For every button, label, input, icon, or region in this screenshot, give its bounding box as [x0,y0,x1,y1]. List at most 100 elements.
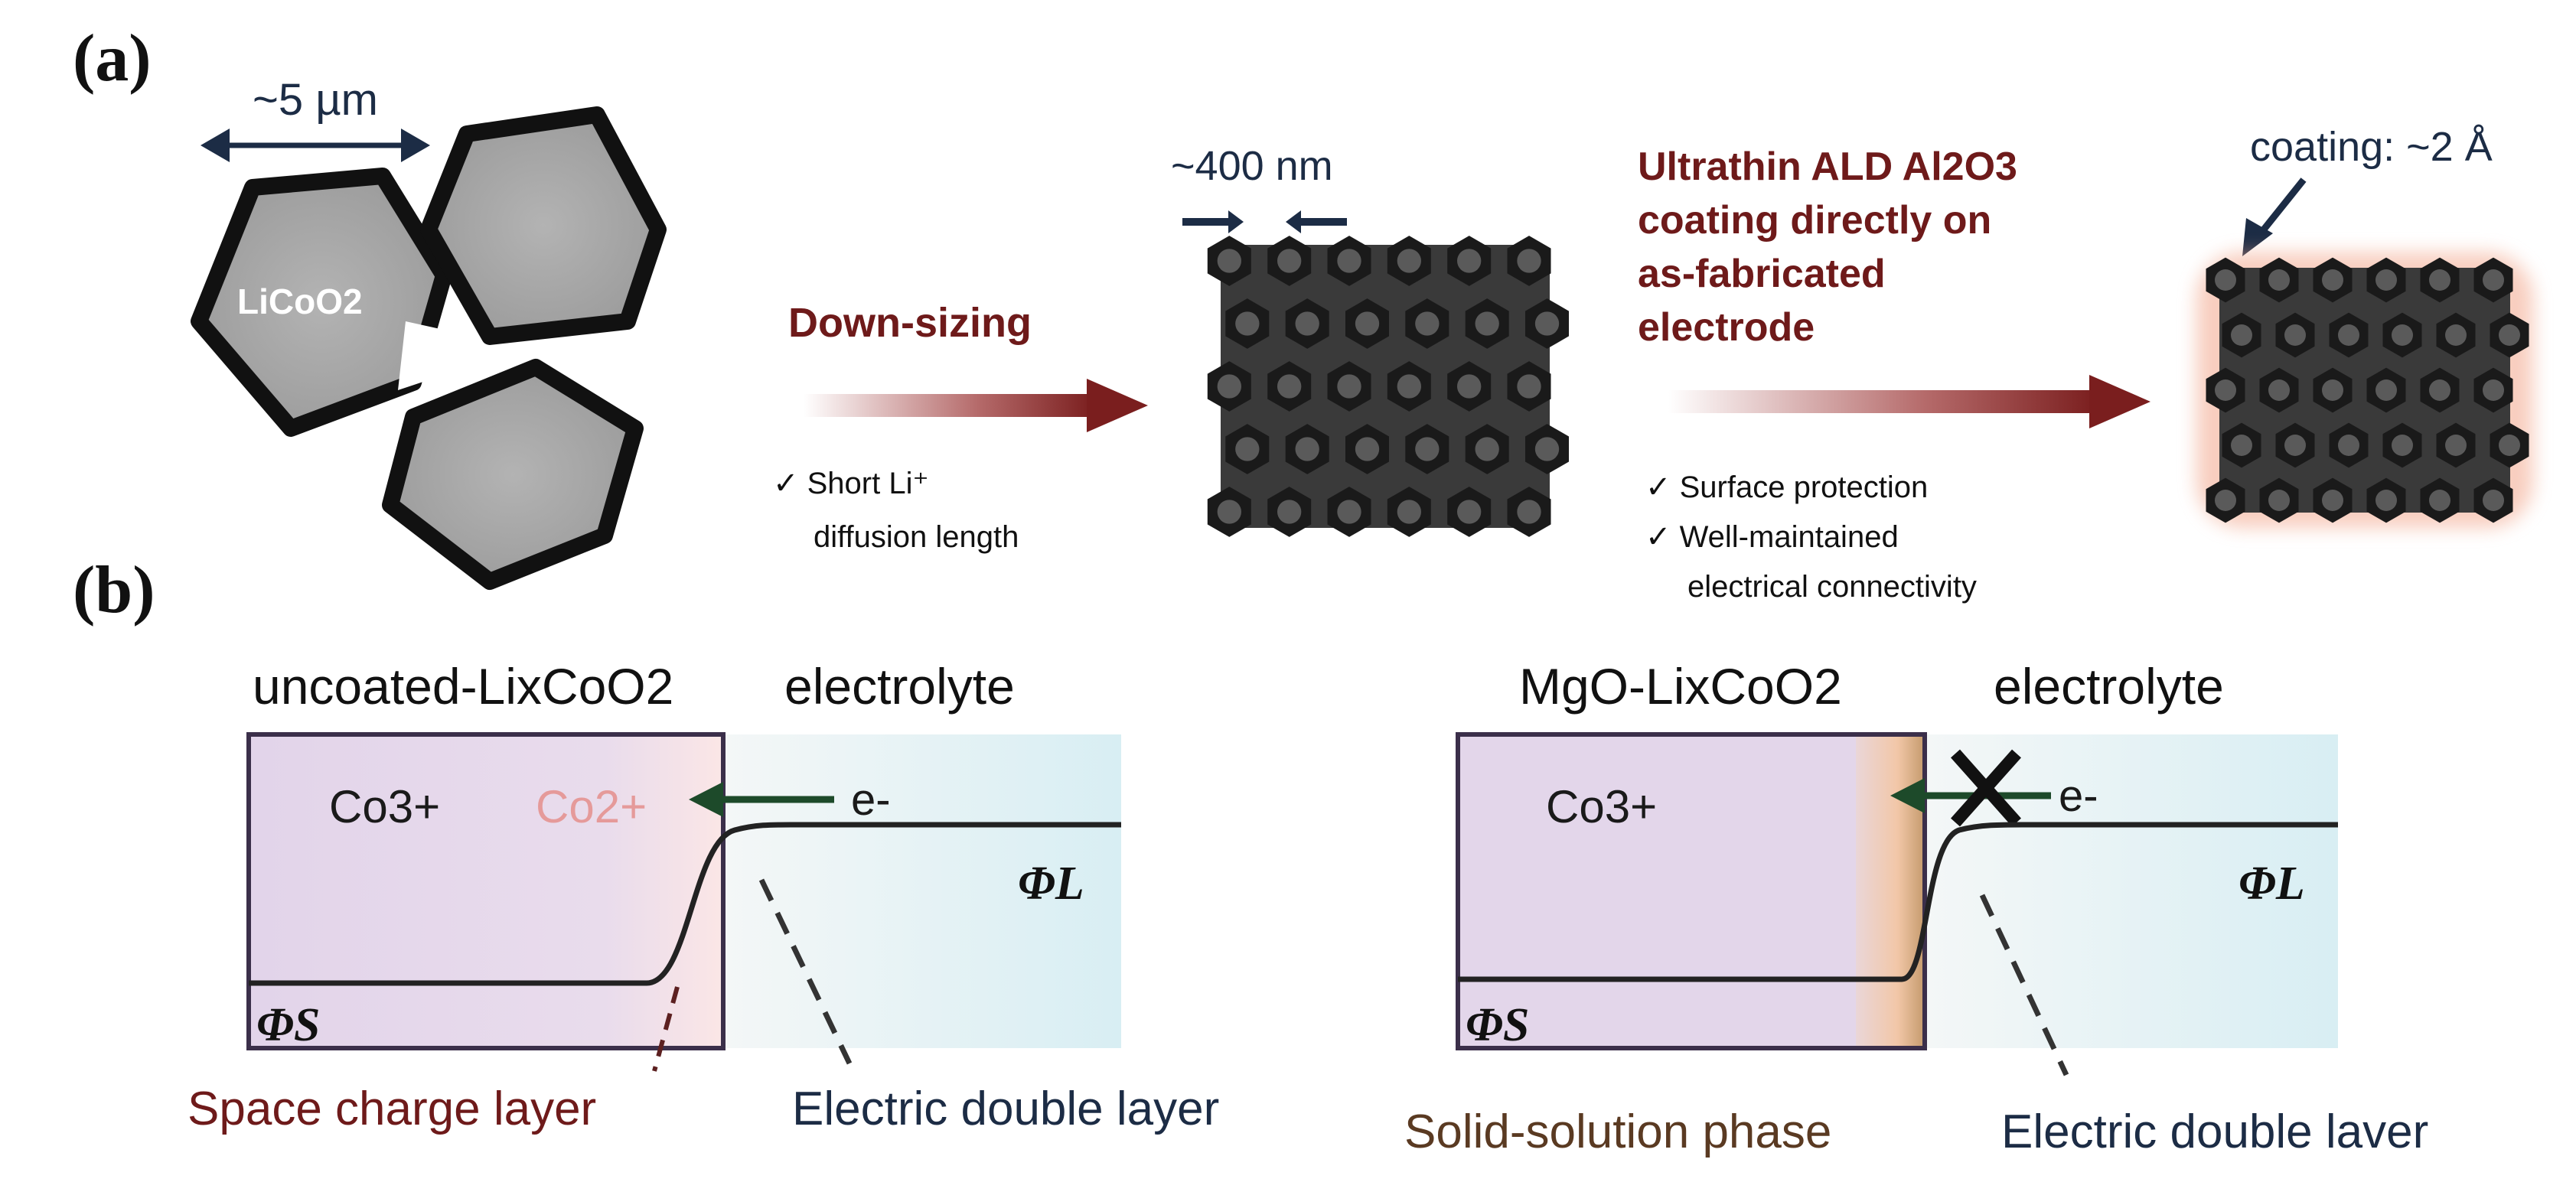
nanoparticle-core [2338,324,2359,346]
svg-text:coating: ~2 Å: coating: ~2 Å [2250,124,2493,170]
nanoparticle-core [1217,374,1242,399]
nanoparticle-core [2231,435,2252,456]
ion-co2-left: Co2+ [536,781,647,832]
blocked-electron-arrow: e- [1890,749,2098,827]
nanoparticle-core [1457,500,1482,524]
svg-text:electrical connectivity: electrical connectivity [1687,570,1977,604]
nanoparticle-core [1415,437,1440,461]
nanoparticle-core [2268,379,2290,401]
svg-text:coating directly on: coating directly on [1638,198,1991,243]
potential-curve-right [1458,822,2338,982]
particle-label: LiCoO2 [237,282,363,321]
nanoparticle-core [1397,500,1422,524]
svg-text:diffusion length: diffusion length [814,520,1019,554]
svg-text:e-: e- [851,775,891,825]
nanoparticle-core [2231,324,2252,346]
panel-a-label: (a) [73,21,152,96]
phi-s-left: ΦS [256,999,320,1051]
dimension-large: ~5 µm [201,75,430,162]
nanoparticle-core [2338,435,2359,456]
nanoparticle-core [2499,435,2520,456]
nanoparticle-core [1517,374,1541,399]
nanoparticle-core [1517,500,1541,524]
nanoparticle-core [2483,379,2504,401]
nanoparticle-core [1415,311,1440,336]
dimension-small: ~400 nm [1171,143,1347,233]
nanoparticle-core [2445,435,2467,456]
nanoparticle-core [2445,324,2467,346]
ion-co3-left: Co3+ [329,781,440,832]
nanoparticle-core [2392,435,2413,456]
nanoparticle-core [2375,269,2397,291]
nanoparticle-core [2322,269,2343,291]
nanoparticle-core [2215,490,2236,511]
panel-b-label: (b) [73,553,155,627]
nanoparticle-core [1397,374,1422,399]
svg-text:Ultrathin ALD Al2O3: Ultrathin ALD Al2O3 [1638,145,2017,189]
nanoparticle-core [1534,437,1560,461]
space-charge-label: Space charge layer [187,1083,596,1135]
coated-nanoparticle-cluster [2206,257,2529,523]
nanoparticle-core [1355,437,1380,461]
large-particles: LiCoO2 [191,106,667,590]
nanoparticle-core [2284,324,2306,346]
double-layer-label-right: Electric double laver [2001,1105,2428,1158]
nanoparticle-core [1217,500,1242,524]
nanoparticle-core [2215,269,2236,291]
ald-coating-arrow: Ultrathin ALD Al2O3 coating directly on … [1638,145,2150,604]
double-layer-label-left: Electric double layer [792,1083,1219,1135]
nanoparticle-core [2429,490,2450,511]
electrolyte-title-left: electrolyte [784,658,1015,715]
svg-text:e-: e- [2059,771,2098,821]
svg-text:~5 µm: ~5 µm [253,75,378,125]
svg-text:as-fabricated: as-fabricated [1638,252,1886,296]
svg-text:Down-sizing: Down-sizing [788,300,1032,346]
nanoparticle-core [1235,311,1260,336]
svg-text:✓ Surface protection: ✓ Surface protection [1645,471,1928,504]
uncoated-diagram: uncoated-LixCoO2 electrolyte Co3+ Co2+ e… [187,658,1219,1135]
ion-co3-right: Co3+ [1546,781,1657,832]
nanoparticle-core [1337,374,1361,399]
nanoparticle-core [1337,249,1361,273]
nanoparticle-core [1534,311,1560,336]
uncoated-title: uncoated-LixCoO2 [253,658,673,715]
nanoparticle-core [1457,374,1482,399]
nanoparticle-core [1295,437,1319,461]
nanoparticle-core [2429,269,2450,291]
nanoparticle-core [2392,324,2413,346]
nanoparticle-core [1475,437,1499,461]
nanoparticle-core [2499,324,2520,346]
nanoparticle-core [1355,311,1380,336]
nanoparticle-core [2322,379,2343,401]
nanoparticle-core [2268,269,2290,291]
electron-arrow-left: e- [689,775,891,825]
nanoparticle-core [2375,490,2397,511]
electrolyte-title-right: electrolyte [1994,658,2224,715]
svg-text:✓ Well-maintained: ✓ Well-maintained [1645,520,1899,554]
nanoparticle-core [1337,500,1361,524]
nanoparticle-core [1277,374,1302,399]
nanoparticle-core [1295,311,1319,336]
downsizing-arrow: Down-sizing ✓ Short Li⁺ diffusion length [773,300,1148,554]
nanoparticle-core [2429,379,2450,401]
potential-curve-left [249,822,1121,986]
nanoparticle-core [1457,249,1482,273]
solid-solution-label: Solid-solution phase [1404,1105,1831,1158]
nanoparticle-core [1217,249,1242,273]
nanoparticle-core [1235,437,1260,461]
coated-diagram: MgO-LixCoO2 electrolyte Co3+ e- ΦL ΦS So… [1404,658,2428,1158]
svg-text:~400 nm: ~400 nm [1171,143,1333,189]
coated-title: MgO-LixCoO2 [1519,658,1842,715]
nanoparticle-core [2322,490,2343,511]
svg-text:electrode: electrode [1638,305,1815,350]
svg-text:✓ Short Li⁺: ✓ Short Li⁺ [773,467,929,500]
coating-thickness: coating: ~2 Å [2242,124,2493,256]
nanoparticle-core [2483,269,2504,291]
phi-l-left: ΦL [1018,858,1084,910]
nanoparticle-core [2268,490,2290,511]
nanoparticle-core [2483,490,2504,511]
nanoparticle-core [1277,500,1302,524]
nanoparticle-core [2375,379,2397,401]
nanoparticle-core [1475,311,1499,336]
